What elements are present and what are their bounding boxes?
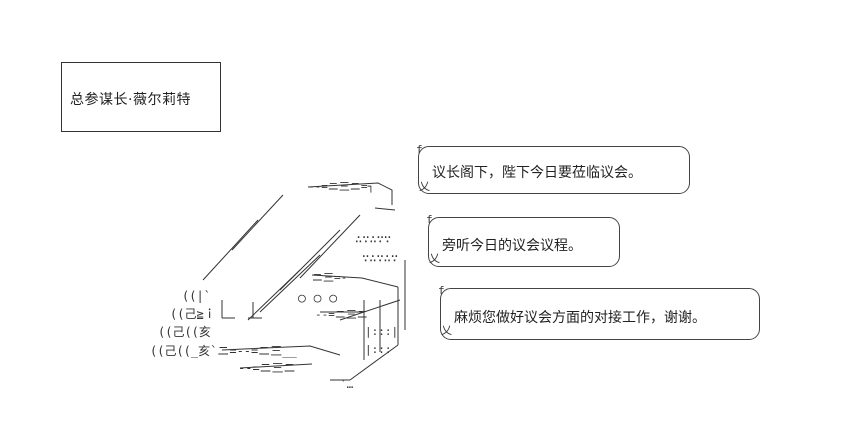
art-glyph-3: ∵∴∵∴∵ xyxy=(362,251,398,265)
art-stroke-16 xyxy=(221,345,341,356)
art-stroke-8 xyxy=(311,274,399,288)
art-glyph-13: |::: xyxy=(365,343,392,356)
art-glyph-6: --=ニ三ニ xyxy=(315,308,368,321)
art-stroke-13 xyxy=(349,344,399,381)
art-glyph-11: --=ニ三ニ xyxy=(238,361,296,375)
art-stroke-7 xyxy=(247,269,301,321)
art-glyph-8: ((己≧ｉ xyxy=(170,307,216,321)
bubble-3-tail-base: 乂 xyxy=(441,324,452,337)
art-stroke-3 xyxy=(202,219,259,281)
art-glyph-4: ○ ○ ○ xyxy=(298,291,337,306)
art-glyph-1: --=ニ三ニ=┐ xyxy=(308,180,374,193)
speaker-name: 总参谋长·薇尔莉特 xyxy=(70,92,191,108)
speech-bubble-1: 议长阁下，陛下今日要莅临议会。 xyxy=(418,146,690,194)
speech-bubble-3: 麻烦您做好议会方面的对接工作，谢谢。 xyxy=(440,288,760,340)
art-glyph-2: ∴∵∴∵∵ xyxy=(355,232,391,246)
art-glyph-7: ((|` xyxy=(182,289,211,303)
bubble-1-tail: f xyxy=(416,143,423,156)
art-glyph-9: ((己((亥 xyxy=(158,325,211,339)
name-plate: 总参谋长·薇尔莉特 xyxy=(61,62,221,132)
bubble-3-tail: f xyxy=(438,284,445,297)
dialogue-line-3: 麻烦您做好议会方面的对接工作，谢谢。 xyxy=(454,310,706,326)
bubble-1-tail-base: 乂 xyxy=(419,180,430,193)
bubble-2-tail: f xyxy=(426,213,433,226)
speech-bubble-2: 旁听今日的议会议程。 xyxy=(428,217,620,267)
art-stroke-2 xyxy=(231,194,284,251)
art-stroke-5 xyxy=(299,214,361,279)
art-glyph-12: |:::| xyxy=(365,325,398,338)
art-stroke-1 xyxy=(307,182,393,205)
art-stroke-18 xyxy=(339,299,401,321)
art-glyph-10: ((己((_亥`ニ=--=ニ三__ xyxy=(150,344,297,358)
dialogue-line-1: 议长阁下，陛下今日要莅临议会。 xyxy=(432,165,642,181)
dialogue-line-2: 旁听今日的议会议程。 xyxy=(442,238,582,254)
art-glyph-14: `… xyxy=(340,378,354,391)
art-stroke-23 xyxy=(374,207,396,211)
art-stroke-17 xyxy=(239,363,313,369)
art-stroke-6 xyxy=(259,254,321,313)
art-glyph-5: ニ三=- xyxy=(312,271,347,284)
bubble-2-tail-base: 乂 xyxy=(429,252,440,265)
